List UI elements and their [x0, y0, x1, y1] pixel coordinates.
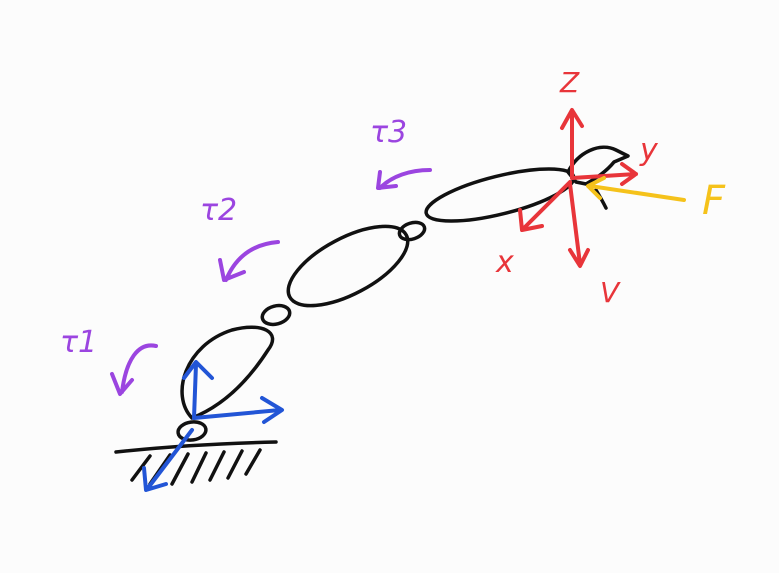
base-frame-vertical-axis — [182, 360, 214, 420]
axis-x-label: x — [495, 245, 514, 280]
hatch-marks — [130, 448, 262, 486]
ground-hatch — [114, 440, 278, 486]
tool-frame — [518, 108, 638, 268]
torque-3-label: τ3 — [370, 115, 407, 150]
joint-2 — [397, 220, 427, 242]
torque-1-arrow — [110, 343, 158, 396]
force-arrow — [586, 176, 686, 202]
tool-velocity-axis — [568, 182, 590, 268]
base-frame-horizontal-axis — [192, 396, 284, 424]
torque-arrows — [110, 168, 432, 396]
velocity-label: V — [600, 276, 621, 309]
base-frame — [142, 360, 284, 492]
base-frame-depth-axis — [142, 428, 194, 492]
axis-y-label: y — [639, 133, 659, 168]
tool-z-axis — [560, 108, 584, 180]
ground-line — [114, 440, 278, 454]
force-label: F — [702, 178, 726, 224]
axis-z-label: Z — [559, 66, 580, 99]
base-joint — [176, 420, 208, 442]
force-arrow-shaft — [586, 176, 686, 202]
tool-x-axis — [518, 180, 572, 232]
tool-y-axis — [570, 162, 638, 186]
joint-1 — [260, 303, 292, 327]
torque-2-arrow — [218, 240, 280, 282]
arm-links — [176, 145, 630, 442]
torque-2-label: τ2 — [200, 193, 237, 228]
end-effector — [566, 145, 630, 210]
torque-3-arrow — [376, 168, 432, 190]
link-2 — [286, 224, 410, 308]
torque-1-label: τ1 — [60, 325, 97, 360]
